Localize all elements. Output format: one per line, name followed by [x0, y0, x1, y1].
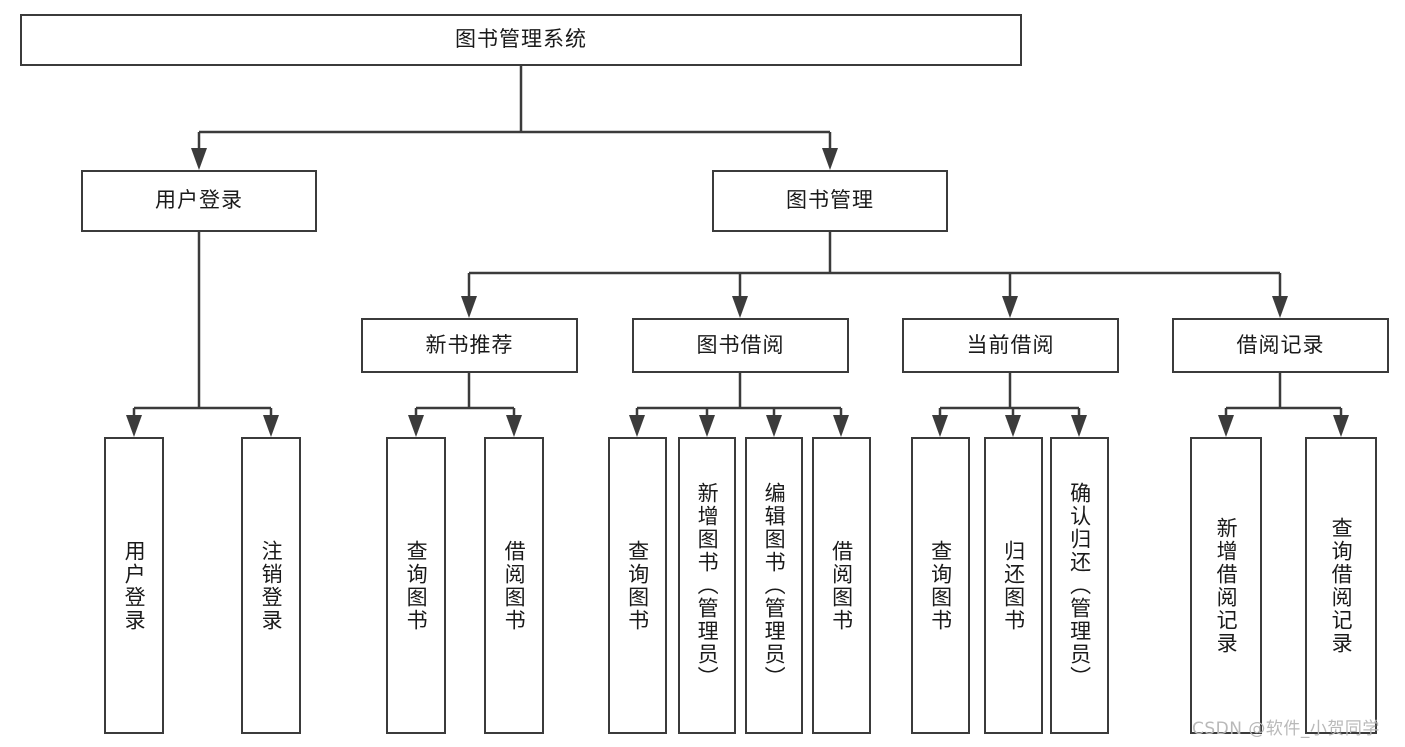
- node-label: 查询图书: [928, 539, 953, 632]
- node-leaf-12[interactable]: 查询借阅记录: [1305, 437, 1377, 734]
- node-leaf-11[interactable]: 新增借阅记录: [1190, 437, 1262, 734]
- node-label: 用户登录: [155, 188, 243, 213]
- node-leaf-2[interactable]: 查询图书: [386, 437, 446, 734]
- node-leaf-1[interactable]: 注销登录: [241, 437, 301, 734]
- node-leaf-6[interactable]: 编辑图书（管理员）: [745, 437, 803, 734]
- node-label: 新书推荐: [425, 332, 514, 357]
- node-label: 新增图书（管理员）: [695, 482, 720, 689]
- node-level2-1[interactable]: 图书借阅: [632, 318, 849, 373]
- node-leaf-7[interactable]: 借阅图书: [812, 437, 871, 734]
- node-leaf-9[interactable]: 归还图书: [984, 437, 1043, 734]
- node-label: 用户登录: [122, 539, 147, 632]
- node-label: 查询图书: [625, 539, 650, 632]
- node-root-图书管理系统[interactable]: 图书管理系统: [20, 14, 1022, 66]
- node-level2-3[interactable]: 借阅记录: [1172, 318, 1389, 373]
- node-label: 借阅图书: [829, 539, 854, 632]
- node-level2-0[interactable]: 新书推荐: [361, 318, 578, 373]
- node-level1-0[interactable]: 用户登录: [81, 170, 317, 232]
- node-leaf-8[interactable]: 查询图书: [911, 437, 970, 734]
- node-level2-2[interactable]: 当前借阅: [902, 318, 1119, 373]
- node-label: 查询借阅记录: [1329, 516, 1354, 655]
- node-label: 图书借阅: [696, 332, 785, 357]
- node-label: 借阅图书: [502, 539, 527, 632]
- node-leaf-10[interactable]: 确认归还（管理员）: [1050, 437, 1109, 734]
- node-label: 图书管理系统: [455, 27, 587, 52]
- node-label: 注销登录: [259, 539, 284, 632]
- watermark-text: CSDN @软件_小贺同学: [1192, 719, 1380, 739]
- node-leaf-0[interactable]: 用户登录: [104, 437, 164, 734]
- node-label: 归还图书: [1001, 539, 1026, 632]
- node-label: 当前借阅: [966, 332, 1055, 357]
- node-leaf-3[interactable]: 借阅图书: [484, 437, 544, 734]
- node-label: 编辑图书（管理员）: [762, 482, 787, 689]
- node-level1-1[interactable]: 图书管理: [712, 170, 948, 232]
- node-leaf-5[interactable]: 新增图书（管理员）: [678, 437, 736, 734]
- node-label: 借阅记录: [1236, 332, 1325, 357]
- node-leaf-4[interactable]: 查询图书: [608, 437, 667, 734]
- node-label: 确认归还（管理员）: [1067, 482, 1092, 689]
- node-label: 新增借阅记录: [1214, 516, 1239, 655]
- node-label: 图书管理: [786, 188, 874, 213]
- node-label: 查询图书: [404, 539, 429, 632]
